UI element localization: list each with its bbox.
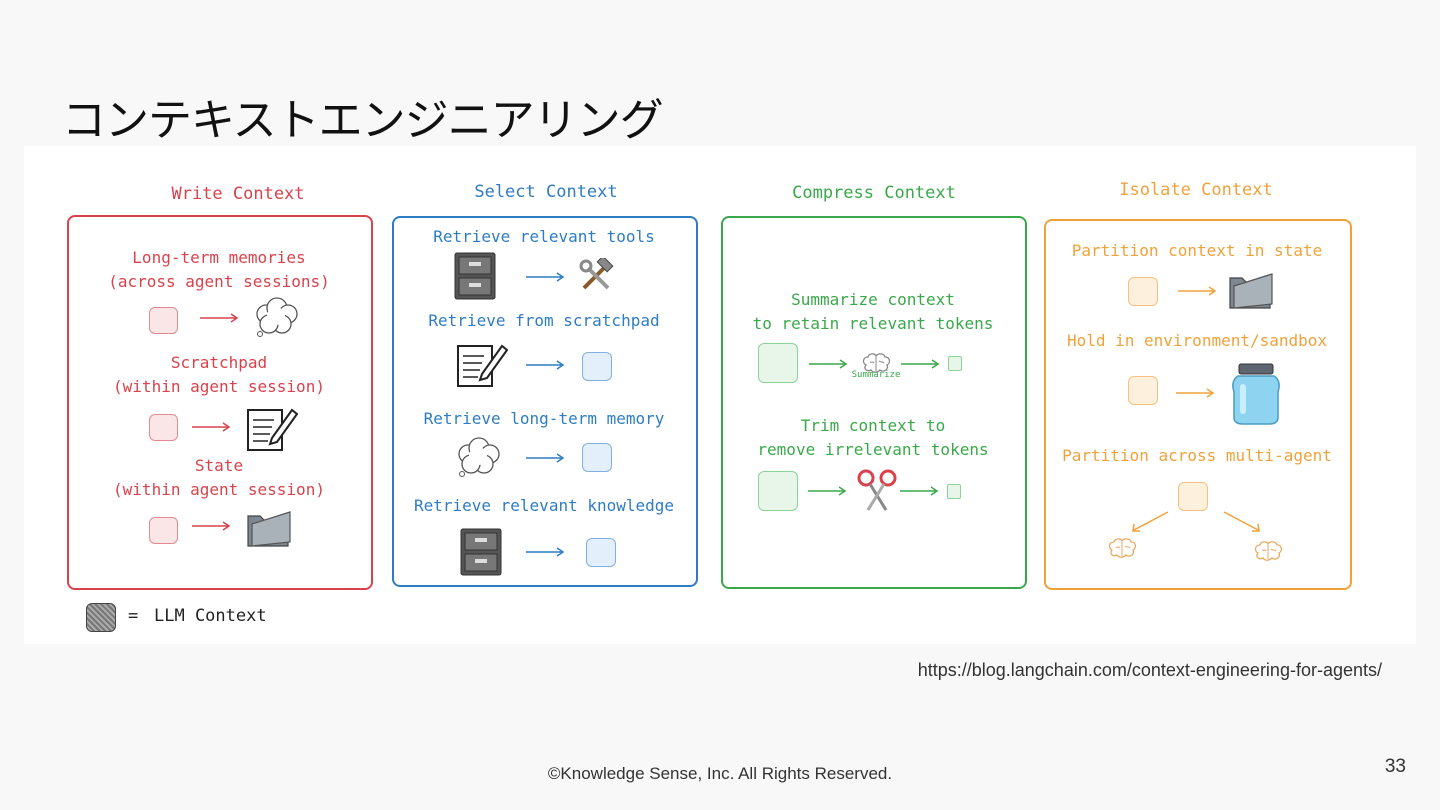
arrow-icon: [192, 422, 231, 432]
thought-cloud-icon: [458, 437, 500, 477]
llm-context-box: [1128, 277, 1158, 306]
select-item-knowledge-label: Retrieve relevant knowledge: [413, 496, 675, 515]
file-cabinet-icon: [454, 252, 496, 300]
file-cabinet-icon: [460, 528, 502, 576]
isolate-item-sandbox-label: Hold in environment/sandbox: [1066, 331, 1328, 350]
write-item-scratchpad-label: Scratchpad (within agent session): [68, 351, 370, 399]
llm-context-box: [582, 352, 612, 381]
llm-context-box: [947, 484, 961, 499]
select-context-title: Select Context: [474, 182, 618, 202]
copyright-footer: ©Knowledge Sense, Inc. All Rights Reserv…: [547, 764, 893, 783]
llm-context-box: [586, 538, 616, 567]
select-context-panel: [392, 216, 698, 587]
llm-context-box: [758, 471, 798, 511]
brain-icon: [1108, 538, 1137, 558]
compress-item-trim-text: Trim context to remove irrelevant tokens: [757, 416, 989, 459]
legend-equals: =: [128, 606, 139, 626]
compress-item-summarize-label: Summarize context to retain relevant tok…: [722, 288, 1024, 336]
context-engineering-diagram: Write Context Long-term memories (across…: [24, 146, 1416, 644]
llm-context-box: [149, 414, 178, 441]
arrow-icon: [1132, 511, 1169, 532]
isolate-context-title: Isolate Context: [1119, 180, 1273, 200]
write-item-scratchpad-text: Scratchpad (within agent session): [113, 353, 325, 396]
brain-icon: [862, 353, 891, 373]
isolate-item-state-label: Partition context in state: [1071, 241, 1323, 260]
select-item-tools-label: Retrieve relevant tools: [433, 227, 655, 246]
legend-label: LLM Context: [154, 606, 267, 626]
isolate-item-multi-agent-label: Partition across multi-agent: [1062, 446, 1332, 465]
arrow-icon: [900, 486, 939, 496]
compress-item-summarize-text: Summarize context to retain relevant tok…: [752, 290, 994, 333]
select-item-memory-label: Retrieve long-term memory: [423, 409, 665, 428]
llm-context-box: [582, 443, 612, 472]
slide-title: コンテキストエンジニアリング: [62, 95, 664, 146]
llm-context-box: [1128, 376, 1158, 405]
arrow-icon: [1176, 388, 1215, 398]
folder-icon: [1229, 273, 1273, 309]
arrow-icon: [526, 547, 565, 557]
write-item-state-label: State (within agent session): [68, 454, 370, 502]
llm-context-box: [758, 343, 798, 383]
arrow-icon: [1223, 511, 1260, 532]
arrow-icon: [809, 359, 848, 369]
write-context-title: Write Context: [171, 184, 305, 204]
write-item-state-text: State (within agent session): [113, 456, 325, 499]
select-item-scratchpad-label: Retrieve from scratchpad: [428, 311, 660, 330]
llm-context-box: [149, 517, 178, 544]
scissors-icon: [857, 469, 897, 511]
write-item-long-term-text: Long-term memories (across agent session…: [108, 248, 330, 291]
notepad-pencil-icon: [247, 408, 298, 451]
arrow-icon: [901, 359, 940, 369]
brain-icon: [1254, 541, 1283, 561]
arrow-icon: [526, 272, 565, 282]
arrow-icon: [200, 313, 239, 323]
compress-context-panel: [721, 216, 1027, 589]
jar-icon: [1232, 363, 1280, 425]
llm-context-box: [149, 307, 178, 334]
arrow-icon: [192, 521, 231, 531]
write-item-long-term-label: Long-term memories (across agent session…: [68, 246, 370, 294]
arrow-icon: [526, 453, 565, 463]
llm-context-box: [1178, 482, 1208, 511]
arrow-icon: [1178, 286, 1217, 296]
llm-context-box: [948, 356, 962, 371]
compress-item-trim-label: Trim context to remove irrelevant tokens: [722, 414, 1024, 462]
legend-llm-context-swatch: [86, 603, 116, 632]
page-number: 33: [1384, 756, 1406, 777]
notepad-pencil-icon: [457, 344, 508, 387]
compress-context-title: Compress Context: [792, 183, 956, 203]
arrow-icon: [808, 486, 847, 496]
hammer-wrench-icon: [579, 258, 614, 290]
source-link[interactable]: https://blog.langchain.com/context-engin…: [917, 660, 1382, 680]
summarize-caption: Summarize: [851, 370, 901, 380]
write-context-panel: [67, 215, 373, 590]
folder-icon: [247, 511, 291, 547]
arrow-icon: [526, 360, 565, 370]
isolate-context-panel: [1044, 219, 1352, 590]
thought-cloud-icon: [256, 297, 298, 337]
